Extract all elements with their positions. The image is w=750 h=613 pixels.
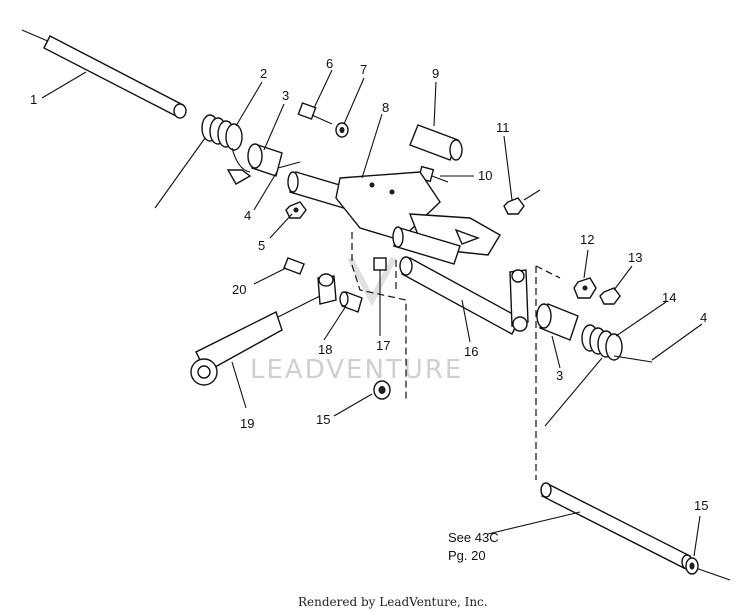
callout-8: 8 — [382, 100, 389, 115]
callout-4-right: 4 — [700, 310, 707, 325]
callout-18: 18 — [318, 342, 332, 357]
callout-12: 12 — [580, 232, 594, 247]
callout-4-left: 4 — [244, 208, 251, 223]
part-nut-11 — [503, 189, 541, 215]
watermark: LEADVENTURE — [250, 256, 463, 385]
callout-3-right: 3 — [556, 368, 563, 383]
part-bushing-right — [536, 303, 579, 341]
part-rod-upper — [21, 29, 187, 119]
part-pin-20 — [283, 257, 305, 275]
part-nut-12 — [573, 277, 597, 299]
callout-7: 7 — [360, 62, 367, 77]
part-nut-13 — [599, 287, 621, 305]
part-main-shaft — [287, 171, 501, 265]
reference-note: See 43C Pg. 20 — [448, 530, 499, 563]
callout-15-right: 15 — [694, 498, 708, 513]
callout-5: 5 — [258, 238, 265, 253]
callout-2: 2 — [260, 66, 267, 81]
part-lower-shaft — [399, 256, 529, 335]
part-bolt-17 — [373, 257, 387, 294]
assembly-guide-lines — [351, 232, 561, 480]
part-sleeve-9 — [409, 124, 463, 161]
watermark-text: LEADVENTURE — [250, 355, 463, 385]
part-washer-7 — [335, 122, 349, 138]
callout-6: 6 — [326, 56, 333, 71]
part-bushing-18 — [339, 291, 363, 313]
callout-3-left: 3 — [282, 88, 289, 103]
part-bolt-6 — [297, 102, 333, 125]
part-washer-15-right — [685, 557, 699, 575]
part-spring-right — [544, 324, 653, 427]
callout-15-center: 15 — [316, 412, 330, 427]
callout-1: 1 — [30, 92, 37, 107]
callout-14: 14 — [662, 290, 676, 305]
part-bolt-left — [226, 161, 301, 185]
callout-19: 19 — [240, 416, 254, 431]
callout-20: 20 — [232, 282, 246, 297]
callouts: 1 2 3 4 5 6 7 8 9 10 11 12 13 14 4 20 18… — [30, 56, 708, 513]
part-bushing-left — [247, 143, 283, 177]
callout-11: 11 — [496, 120, 510, 135]
part-washer-15-center — [373, 380, 391, 400]
callout-9: 9 — [432, 66, 439, 81]
part-nut-5 — [285, 201, 307, 219]
callout-17: 17 — [376, 338, 390, 353]
part-shock-19 — [190, 273, 337, 386]
part-spring-left — [154, 114, 251, 209]
callout-13: 13 — [628, 250, 642, 265]
part-rod-lower — [540, 482, 731, 581]
reference-note-line1: See 43C — [448, 530, 499, 545]
footer-credit: Rendered by LeadVenture, Inc. — [298, 595, 488, 609]
callout-10: 10 — [478, 168, 492, 183]
leader-lines — [41, 69, 703, 557]
reference-note-line2: Pg. 20 — [448, 548, 486, 563]
callout-16: 16 — [464, 344, 478, 359]
